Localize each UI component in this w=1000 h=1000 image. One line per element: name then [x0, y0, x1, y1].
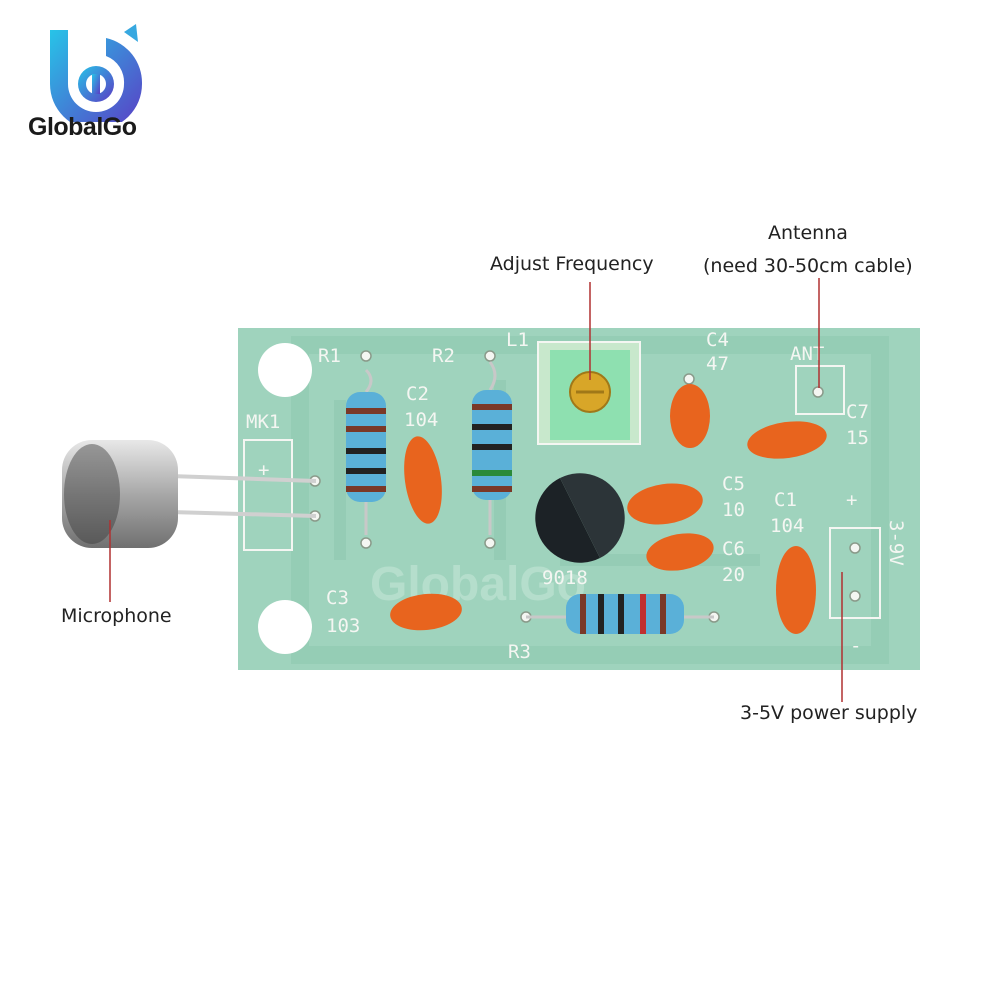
resistor-r3 — [526, 594, 714, 634]
resistor-r1 — [346, 368, 386, 535]
label-plus: + — [846, 489, 857, 511]
capacitor-c4 — [670, 384, 710, 448]
capacitor-c7 — [747, 421, 827, 459]
label-l1: L1 — [506, 329, 529, 351]
transistor-9018 — [535, 473, 625, 563]
label-c5-value: 10 — [722, 499, 745, 521]
capacitor-c1 — [776, 546, 816, 634]
label-c3-value: 103 — [326, 615, 360, 637]
resistor-r2 — [472, 361, 512, 535]
label-r2: R2 — [432, 345, 455, 367]
label-c1-value: 104 — [770, 515, 804, 537]
label-c2-value: 104 — [404, 409, 438, 431]
label-c7-value: 15 — [846, 427, 869, 449]
label-c3: C3 — [326, 587, 349, 609]
label-ant: ANT — [790, 343, 824, 365]
callout-lines — [109, 278, 843, 702]
label-c6-value: 20 — [722, 564, 745, 586]
label-c2: C2 — [406, 383, 429, 405]
callout-power-supply: 3-5V power supply — [740, 702, 918, 724]
label-c6: C6 — [722, 538, 745, 560]
label-c1: C1 — [774, 489, 797, 511]
capacitor-c2 — [404, 436, 442, 524]
mounting-hole — [258, 600, 312, 654]
mounting-hole — [258, 343, 312, 397]
solder-pads — [309, 350, 861, 623]
label-c4-value: 47 — [706, 353, 729, 375]
adjustable-inductor-l1 — [537, 341, 641, 445]
label-supply-voltage: 3-9V — [885, 520, 907, 566]
label-mk1: MK1 — [246, 411, 280, 433]
label-r1: R1 — [318, 345, 341, 367]
capacitor-c3 — [390, 593, 462, 631]
callout-adjust-frequency: Adjust Frequency — [490, 253, 654, 275]
ceramic-capacitors — [390, 384, 827, 634]
label-mk1-plus: + — [258, 459, 269, 481]
label-minus: - — [850, 635, 861, 657]
label-transistor: 9018 — [542, 567, 588, 589]
capacitor-c5 — [627, 483, 703, 525]
label-r3: R3 — [508, 641, 531, 663]
label-c4: C4 — [706, 329, 729, 351]
capacitor-c6 — [646, 533, 714, 571]
silkscreen-labels: MK1 + R1 R2 L1 C2 104 C4 47 ANT C7 15 C5… — [243, 329, 907, 663]
callout-antenna: Antenna — [768, 222, 848, 244]
logo-mark-icon — [50, 24, 143, 130]
brand-name: GlobalGo — [28, 113, 137, 141]
globalgo-logo — [28, 22, 168, 152]
label-c5: C5 — [722, 473, 745, 495]
electret-microphone — [62, 440, 317, 548]
callout-microphone: Microphone — [61, 605, 172, 627]
callout-antenna-note: (need 30-50cm cable) — [703, 255, 913, 277]
label-c7: C7 — [846, 401, 869, 423]
